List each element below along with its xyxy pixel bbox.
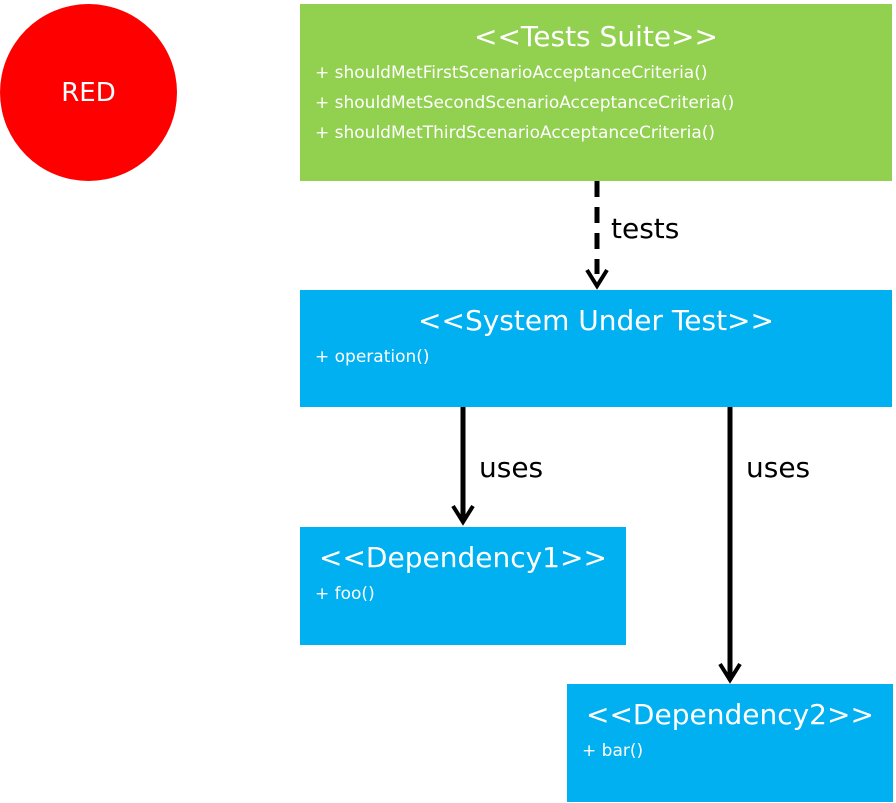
dependency1-methods: + foo() — [300, 579, 626, 609]
tests-edge-arrowhead — [585, 268, 609, 290]
dependency1-box: <<Dependency1>> + foo() — [300, 527, 626, 645]
tests-suite-method: + shouldMetThirdScenarioAcceptanceCriter… — [315, 123, 716, 143]
dependency1-method: + foo() — [315, 584, 375, 604]
system-under-test-title: <<System Under Test>> — [418, 304, 774, 337]
tests-edge-label: tests — [611, 212, 680, 245]
tests-suite-method: + shouldMetSecondScenarioAcceptanceCrite… — [315, 93, 735, 113]
uses-dependency1-label: uses — [479, 451, 544, 484]
dependency2-box: <<Dependency2>> + bar() — [567, 684, 893, 802]
system-under-test-box: <<System Under Test>> + operation() — [300, 290, 892, 407]
uses-dependency2-arrowhead — [718, 662, 742, 684]
status-circle: RED — [0, 4, 177, 181]
status-label: RED — [61, 77, 116, 108]
system-under-test-method: + operation() — [315, 347, 430, 367]
tests-suite-method: + shouldMetFirstScenarioAcceptanceCriter… — [315, 63, 708, 83]
dependency2-title: <<Dependency2>> — [586, 698, 874, 731]
uses-dependency2-label: uses — [746, 451, 811, 484]
tests-suite-title: <<Tests Suite>> — [474, 20, 718, 53]
system-under-test-methods: + operation() — [300, 342, 892, 372]
dependency1-title: <<Dependency1>> — [319, 541, 607, 574]
tests-suite-box: <<Tests Suite>> + shouldMetFirstScenario… — [300, 4, 892, 181]
dependency2-method: + bar() — [582, 741, 644, 761]
uses-dependency1-arrowhead — [451, 504, 475, 526]
dependency2-methods: + bar() — [567, 736, 893, 766]
tests-suite-methods: + shouldMetFirstScenarioAcceptanceCriter… — [300, 58, 892, 148]
